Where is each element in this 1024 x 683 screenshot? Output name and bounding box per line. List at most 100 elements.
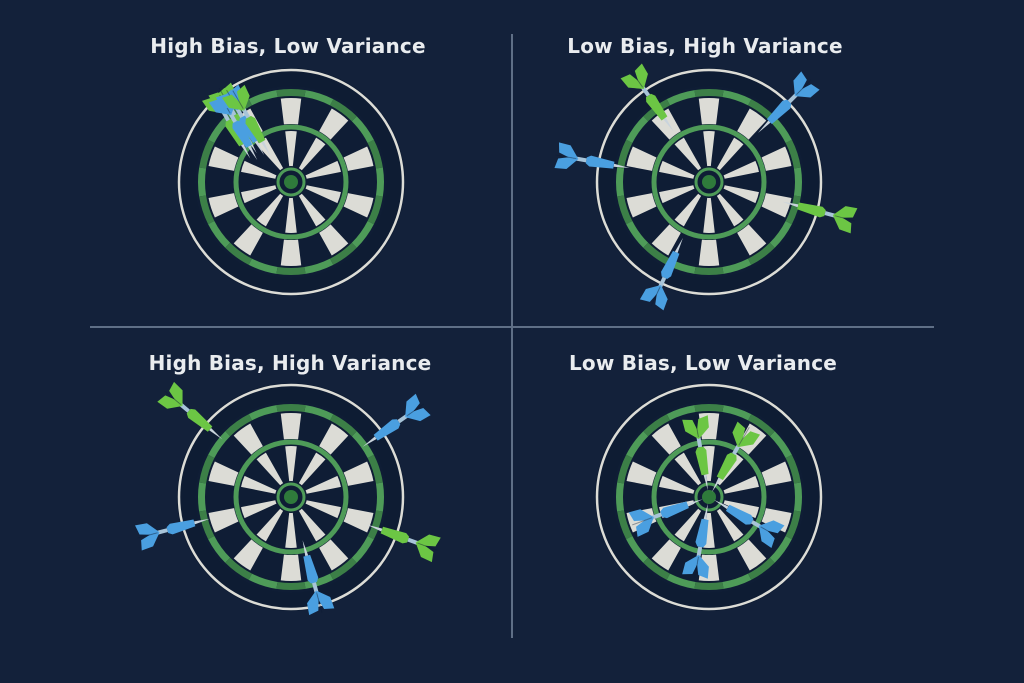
outer-single-segment [233,423,263,455]
dart-flight [169,381,183,406]
dart-flight [634,63,648,89]
inner-single-segment [241,185,277,204]
double-ring-segment [304,90,334,106]
bullseye [284,175,298,189]
dart-flight [157,395,183,409]
double-ring-segment [199,454,215,484]
double-ring-segment [785,454,801,484]
double-ring-segment [198,167,207,197]
double-ring-segment [208,431,231,458]
inner-single-segment [674,137,702,171]
dart-flight [405,393,420,418]
double-ring-segment [330,99,357,122]
outer-single-segment [319,539,349,571]
dart-barrel [716,452,737,481]
double-ring-segment [198,482,207,512]
dart-blue [713,499,785,549]
dart-barrel [232,120,253,148]
dart-tip [758,120,771,133]
dart-flight-crease [694,556,699,578]
dart-green [366,524,441,563]
double-ring-segment [367,195,383,225]
dart-barrel [239,115,260,143]
inner-single-segment [723,500,759,519]
dart-barrel [585,155,615,169]
inner-single-segment [298,452,326,486]
double-ring-segment [208,221,231,248]
bullseye [284,490,298,504]
dart-flight-crease [555,154,577,160]
dart-flight-crease [232,90,244,110]
dart-blue [682,503,709,579]
dart-tip [663,117,674,132]
dart-flight [135,523,160,535]
outer-single-segment [737,108,767,140]
dart-flight [141,532,160,551]
dart-blue [554,142,630,170]
inner-single-segment [723,475,759,494]
dart-barrel [695,446,709,476]
outer-single-segment [319,224,349,256]
outer-single-segment [233,539,263,571]
double-ring-segment [248,573,278,589]
board-rim [595,383,823,611]
dart-flight-crease [316,592,323,613]
dart-flight [682,419,699,440]
dart-flight [697,415,709,440]
dart-flight-crease [164,390,182,406]
dart-flight-crease [834,215,856,222]
double-ring-segment [694,581,724,590]
double-ring-segment [367,454,383,484]
double-ring-segment [722,405,752,421]
dart-tip [713,499,729,510]
double-ring-segment [304,258,334,274]
inner-single-segment [241,160,277,179]
double-ring-segment [225,242,252,265]
double-ring-segment [304,573,334,589]
double-ring-segment [722,90,752,106]
double-ring-segment [793,482,803,512]
dart-tip [613,163,630,168]
treble-ring [233,124,349,240]
dart-tip [261,140,271,156]
double-ring-segment [375,482,385,512]
dart-flight [415,542,434,563]
dart-green [682,415,709,491]
panel-title-low-bias-low-variance: Low Bias, Low Variance [568,351,838,375]
double-ring-segment [617,454,633,484]
dart-flight [222,94,245,111]
dart-flight [732,421,746,448]
double-ring-segment [367,510,383,540]
inner-single-segment [256,452,284,486]
dart-flight [793,71,807,97]
dart-tip [362,436,377,447]
dart-green [711,421,761,493]
outer-single-segment [319,108,349,140]
double-ring-segment [694,266,724,275]
inner-single-segment [241,500,277,519]
inner-single-segment [285,446,297,482]
dart-tip [366,524,383,532]
dart-blue [628,499,703,537]
double-ring-segment [304,405,334,421]
dart-blue [639,237,683,311]
double-ring-segment [666,573,696,589]
inner-single-segment [659,185,695,204]
dart-flight [554,157,579,170]
outer-single-segment [651,539,681,571]
double-ring-segment [351,536,374,563]
double-ring-segment [694,404,724,413]
inner-single-segment [305,185,341,204]
double-ring-segment [785,139,801,169]
double-ring-segment [626,536,649,563]
double-ring-segment [769,431,792,458]
double-ring-segment [208,536,231,563]
dart-flight [208,99,232,116]
double-ring-segment [351,221,374,248]
dart-flight [655,284,668,311]
outer-single-segment [208,146,239,171]
double-ring-segment [330,557,357,580]
double-ring-segment [276,266,306,275]
inner-single-segment [241,475,277,494]
dart-tip [703,503,708,520]
